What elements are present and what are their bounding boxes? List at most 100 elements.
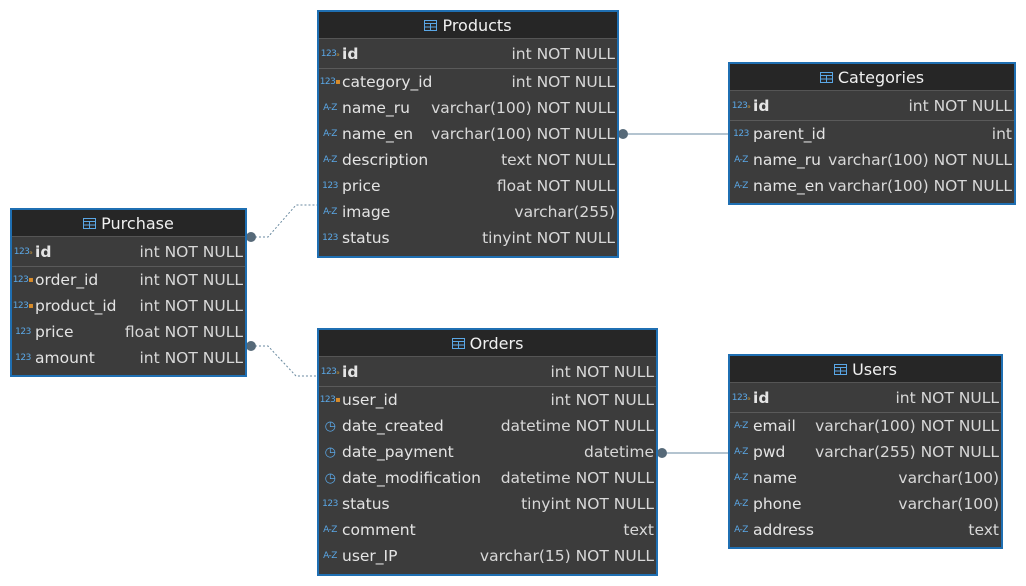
- table-title: Orders: [469, 333, 524, 353]
- 123-key-icon: 123ₔ: [731, 100, 751, 111]
- 123-fk-icon: 123▪: [319, 395, 341, 405]
- column-type: text: [623, 521, 654, 539]
- column-type: float NOT NULL: [124, 323, 243, 341]
- table-icon: [424, 19, 438, 31]
- column-type: int NOT NULL: [511, 73, 615, 91]
- column-name: price: [342, 177, 381, 195]
- 123-icon: 123: [322, 233, 338, 243]
- column-type: varchar(100) NOT NULL: [828, 151, 1012, 169]
- column-type: tinyint NOT NULL: [521, 495, 654, 513]
- az-icon: A-Z: [323, 551, 337, 561]
- column-type: float NOT NULL: [496, 177, 615, 195]
- column-name: address: [753, 521, 814, 539]
- table-header[interactable]: Orders: [319, 330, 656, 357]
- 123-fk-icon: 123▪: [12, 275, 34, 285]
- column-type: int NOT NULL: [139, 242, 243, 261]
- column-name: id: [342, 44, 359, 63]
- column-row[interactable]: A-Z email varchar(100) NOT NULL: [730, 413, 1001, 439]
- 123-fk-icon: 123▪: [12, 301, 34, 311]
- table-header[interactable]: Categories: [730, 64, 1014, 91]
- column-name: id: [342, 362, 359, 381]
- link-endpoint-purchase-orders: [246, 341, 256, 351]
- table-header[interactable]: Products: [319, 12, 617, 39]
- column-type: datetime NOT NULL: [500, 469, 654, 487]
- column-row[interactable]: A-Z name_ru varchar(100) NOT NULL: [730, 147, 1014, 173]
- az-icon: A-Z: [323, 103, 337, 113]
- column-name: name: [753, 469, 797, 487]
- table-header[interactable]: Users: [730, 356, 1001, 383]
- link-purchase-orders: [251, 345, 318, 377]
- column-name: comment: [342, 521, 416, 539]
- column-row[interactable]: 123▪product_id int NOT NULL: [12, 293, 245, 319]
- column-name: product_id: [35, 297, 117, 315]
- column-type: int NOT NULL: [139, 297, 243, 315]
- column-name: parent_id: [753, 125, 826, 143]
- az-icon: A-Z: [734, 181, 748, 191]
- column-type: varchar(100) NOT NULL: [815, 417, 999, 435]
- column-name: price: [35, 323, 74, 341]
- column-row[interactable]: A-Z comment text: [319, 517, 656, 543]
- column-name: order_id: [35, 271, 99, 289]
- az-icon: A-Z: [734, 421, 748, 431]
- column-type: int NOT NULL: [550, 362, 654, 381]
- column-name: name_en: [753, 177, 825, 195]
- table-icon: [819, 71, 833, 83]
- link-endpoint-products-categories: [618, 129, 628, 139]
- column-name: email: [753, 417, 796, 435]
- column-name: name_ru: [342, 99, 410, 117]
- az-icon: A-Z: [734, 155, 748, 165]
- column-type: int NOT NULL: [139, 349, 243, 367]
- az-icon: A-Z: [734, 447, 748, 457]
- az-icon: A-Z: [323, 155, 337, 165]
- column-name: phone: [753, 495, 802, 513]
- table-header[interactable]: Purchase: [12, 210, 245, 237]
- column-type: varchar(100): [898, 469, 999, 487]
- 123-key-icon: 123ₔ: [731, 392, 751, 403]
- column-name: date_payment: [342, 443, 454, 461]
- column-type: varchar(100) NOT NULL: [431, 125, 615, 143]
- column-type: text NOT NULL: [501, 151, 615, 169]
- column-type: varchar(15) NOT NULL: [479, 547, 654, 565]
- table-icon: [83, 217, 97, 229]
- column-type: tinyint NOT NULL: [482, 229, 615, 247]
- az-icon: A-Z: [323, 525, 337, 535]
- column-row[interactable]: A-Z user_IP varchar(15) NOT NULL: [319, 543, 656, 569]
- column-name: name_ru: [753, 151, 821, 169]
- table-icon: [451, 337, 465, 349]
- column-name: user_IP: [342, 547, 398, 565]
- column-type: int NOT NULL: [895, 388, 999, 407]
- column-type: datetime: [584, 443, 654, 461]
- table-title: Users: [852, 359, 897, 379]
